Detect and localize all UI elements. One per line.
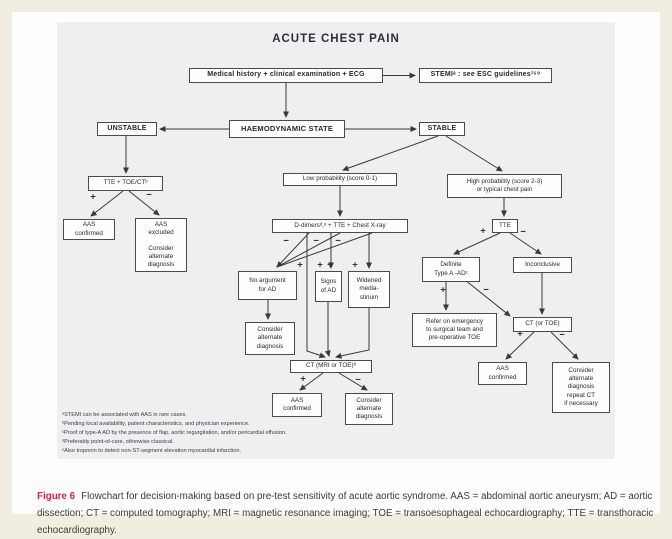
- minus-sign: −: [520, 226, 526, 238]
- plus-sign: +: [480, 225, 486, 237]
- arrow-tte-to-aas-excluded: [128, 190, 160, 216]
- node-inconclusive: Inconclusive: [513, 257, 572, 273]
- arrow-tte-to-aas-confirmed: [90, 190, 124, 217]
- flow-connectors: [90, 72, 579, 391]
- node-stemi: STEMIᵃ : see ESC guidelines¹⁶⁹: [419, 68, 552, 83]
- node-haemodynamic-state: HAEMODYNAMIC STATE: [229, 120, 345, 138]
- footnote: ᵉAlso troponin to detect non-ST-segment …: [62, 448, 241, 454]
- plus-sign: +: [352, 259, 358, 271]
- plus-sign: +: [300, 373, 306, 385]
- node-no-argument: No argument for AD: [238, 271, 297, 300]
- minus-sign: −: [283, 235, 289, 247]
- footnote: ᶜProof of type-A AD by the presence of f…: [62, 430, 287, 436]
- node-ct-mri-or-toe: CT (MRI or TOE)ᵇ: [290, 360, 372, 373]
- arrow-widened-to-ct: [335, 308, 370, 359]
- node-tte-toe-ct: TTE + TOE/CTᵇ: [88, 176, 163, 191]
- arrow-stable-to-low-prob: [342, 135, 439, 171]
- minus-sign: −: [355, 374, 361, 386]
- node-refer-emergency: Refer on emergency to surgical team and …: [412, 313, 497, 347]
- arrow-ctmri-to-aas: [299, 372, 324, 391]
- plus-sign: +: [297, 259, 303, 271]
- arrow-ctmri-to-consider: [338, 372, 368, 391]
- minus-sign: −: [335, 235, 341, 247]
- node-widened-mediastinum: Widened media- stinum: [348, 271, 390, 308]
- node-high-probability: High probability (score 2-3) or typical …: [447, 174, 562, 198]
- footnote: ᵇPending local availability, patient cha…: [62, 421, 250, 427]
- figure-caption-text: Flowchart for decision-making based on p…: [37, 490, 654, 536]
- node-definite-type-a-ad: Definite Type A -ADᶜ: [422, 257, 480, 282]
- node-aas-confirmed-right: AAS confirmed: [478, 362, 527, 385]
- node-medical-history: Medical history + clinical examination +…: [189, 68, 383, 83]
- footnote: ᵃSTEMI can be associated with AAS in rar…: [62, 412, 187, 418]
- node-consider-alternate-bottom: Consider alternate diagnosis: [345, 393, 393, 425]
- node-aas-confirmed-mid: AAS confirmed: [272, 393, 322, 417]
- arrow-ddimers-positive-to-ct: [306, 233, 326, 359]
- arrow-tte2-to-definite: [453, 232, 501, 255]
- node-consider-alternate-right: Consider alternate diagnosis repeat CT i…: [552, 362, 610, 413]
- minus-sign: −: [559, 329, 565, 341]
- node-consider-alternate-mid: Consider alternate diagnosis: [245, 322, 295, 355]
- plus-sign: +: [327, 259, 333, 271]
- node-aas-excluded: AAS excluded Consider alternate diagnosi…: [135, 218, 187, 272]
- arrow-definite-to-ctortoe: [464, 279, 511, 317]
- plus-sign: +: [317, 259, 323, 271]
- node-d-dimers: D-dimersᵈ,ᵉ + TTE + Chest X-ray: [272, 219, 408, 233]
- figure-panel: ACUTE CHEST PAIN Medical history + clini…: [57, 22, 615, 459]
- flowchart-title: ACUTE CHEST PAIN: [272, 33, 400, 45]
- arrow-ctortoe-to-consider: [550, 331, 579, 360]
- footnote: ᵈPreferably point-of-care, otherwise cla…: [62, 439, 174, 445]
- node-signs-of-ad: Signs of AD: [315, 271, 342, 302]
- journal-page: { "sym": {"plus": "+", "minus": "−"}, "f…: [12, 12, 660, 536]
- arrow-tte2-to-inconclusive: [509, 232, 542, 255]
- arrow-signs-to-ct: [324, 302, 331, 357]
- figure-footnotes: ᵃSTEMI can be associated with AAS in rar…: [62, 411, 402, 456]
- plus-sign: +: [440, 284, 446, 296]
- node-aas-confirmed-left: AAS confirmed: [63, 219, 115, 240]
- arrow-ctortoe-to-aas: [505, 331, 535, 360]
- node-low-probability: Low probability (score 0-1): [283, 173, 397, 186]
- plus-sign: +: [90, 191, 96, 203]
- minus-sign: −: [146, 189, 152, 201]
- minus-sign: −: [313, 235, 319, 247]
- page-background: ACUTE CHEST PAIN Medical history + clini…: [12, 12, 660, 536]
- node-ct-or-toe: CT (or TOE): [513, 317, 572, 332]
- arrows-ddimers-negative: [276, 232, 373, 268]
- node-tte: TTE: [492, 219, 518, 233]
- arrow-stable-to-high-prob: [445, 135, 503, 172]
- node-stable: STABLE: [419, 122, 465, 136]
- figure-caption-label: Figure 6: [37, 490, 76, 502]
- plus-sign: +: [517, 328, 523, 340]
- minus-sign: −: [483, 284, 489, 296]
- node-unstable: UNSTABLE: [97, 122, 157, 136]
